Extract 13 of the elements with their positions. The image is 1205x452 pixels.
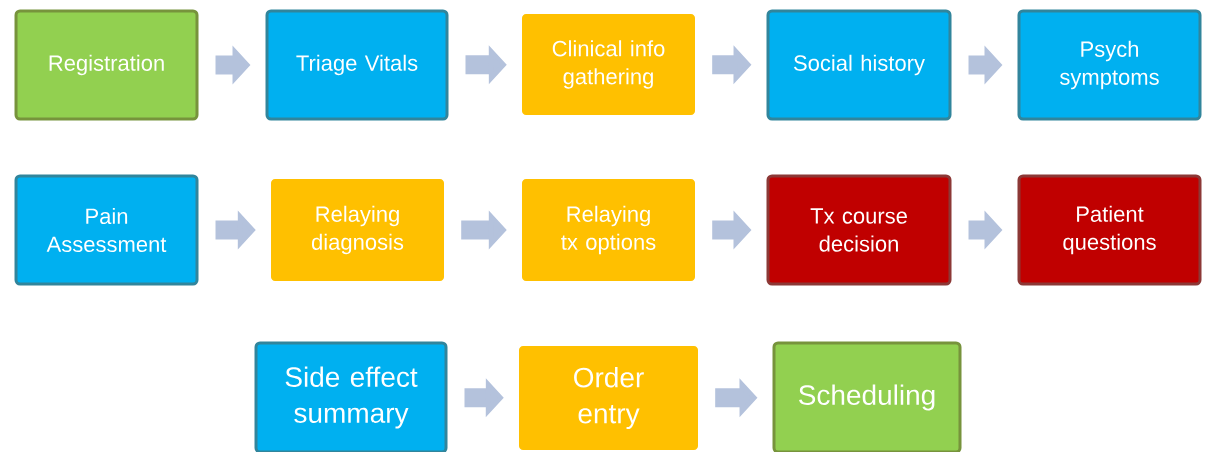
process-box: Side effect summary [254, 341, 448, 452]
process-box: Triage Vitals [265, 9, 449, 121]
process-box: Relaying diagnosis [271, 179, 444, 281]
process-box: Tx course decision [766, 174, 952, 286]
process-box: Social history [766, 9, 952, 121]
process-box: Psych symptoms [1017, 9, 1202, 121]
process-box: Clinical info gathering [522, 14, 695, 115]
process-box: Scheduling [772, 341, 962, 452]
process-box: Order entry [519, 346, 698, 450]
process-box: Pain Assessment [14, 174, 199, 286]
process-box: Registration [14, 9, 199, 121]
process-box: Relaying tx options [522, 179, 695, 281]
process-box: Patient questions [1017, 174, 1202, 286]
